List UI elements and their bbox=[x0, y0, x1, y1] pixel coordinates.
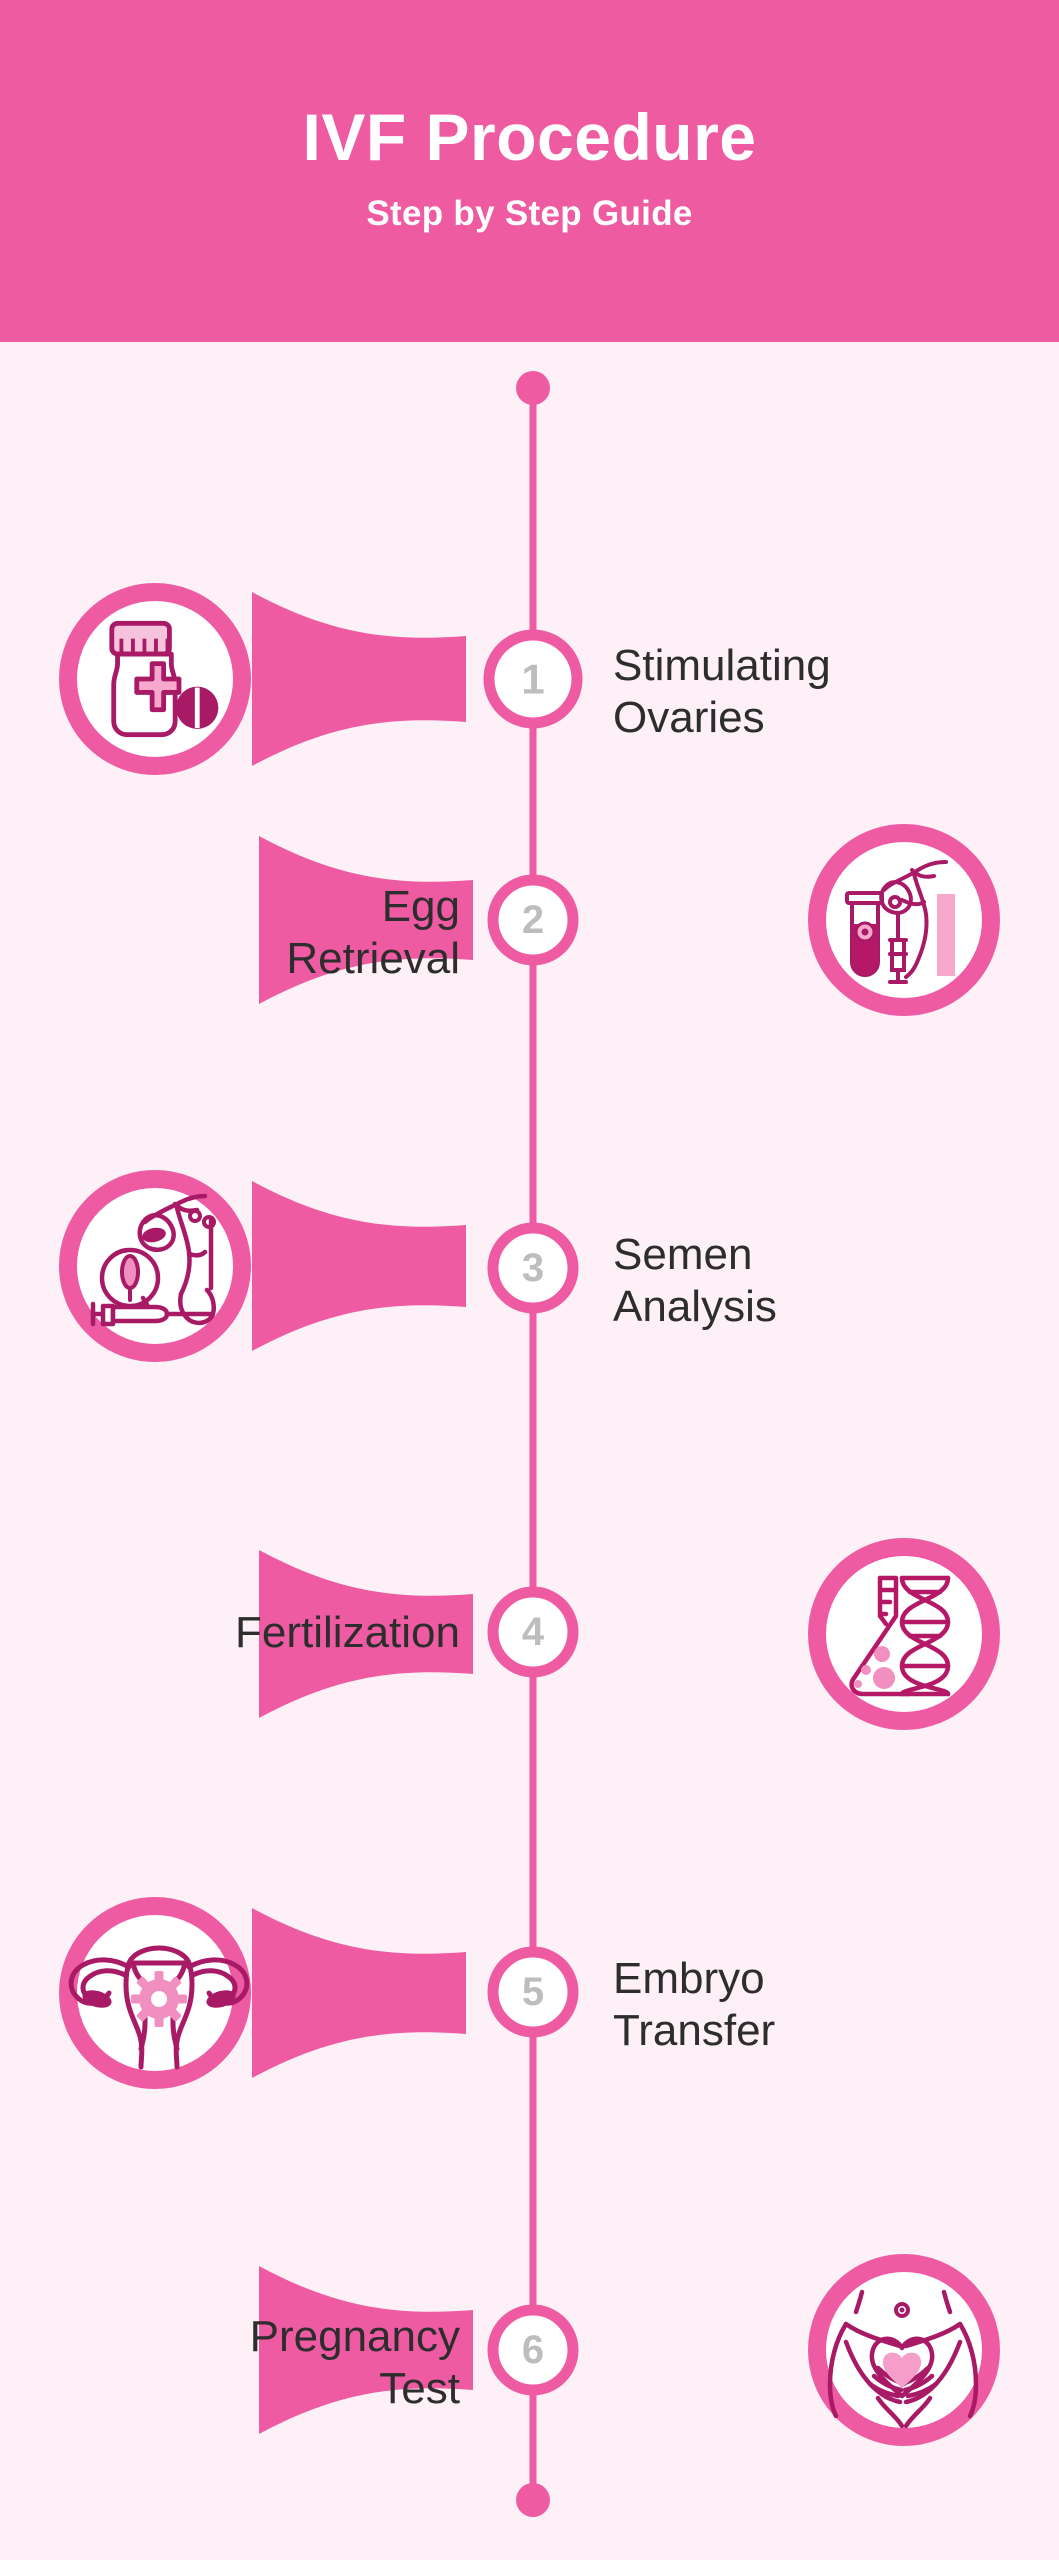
belly-hands-heart-icon bbox=[827, 2289, 979, 2429]
step-1-connector bbox=[252, 592, 466, 766]
step-6-label: Pregnancy Test bbox=[249, 2312, 460, 2413]
step-6-badge[interactable]: 6 bbox=[487, 2304, 579, 2396]
step-4-group[interactable]: 4 bbox=[259, 1538, 1000, 1730]
header-banner: IVF Procedure Step by Step Guide bbox=[0, 0, 1059, 342]
step-1-number: 1 bbox=[521, 656, 544, 703]
step-3-label: Semen Analysis bbox=[613, 1230, 777, 1331]
step-5-group[interactable]: 5 bbox=[59, 1897, 579, 2089]
step-2-label: Egg Retrieval bbox=[286, 882, 460, 983]
step-6-number: 6 bbox=[522, 2328, 544, 2372]
step-6-group[interactable]: 6 bbox=[259, 2254, 1000, 2446]
step-3-connector bbox=[252, 1181, 466, 1351]
step-5-label: Embryo Transfer bbox=[613, 1954, 776, 2055]
step-2-connector bbox=[259, 836, 473, 1004]
flask-dna-icon bbox=[849, 1575, 951, 1697]
step-5-badge[interactable]: 5 bbox=[487, 1946, 579, 2038]
step-3-badge[interactable]: 3 bbox=[487, 1222, 579, 1314]
step-5-number: 5 bbox=[522, 1970, 544, 2014]
timeline-svg: 1 bbox=[59, 371, 1000, 2517]
ovary-catheter-syringe-icon bbox=[90, 1193, 216, 1327]
step-1-label: Stimulating Ovaries bbox=[613, 641, 831, 742]
step-4-label: Fertilization bbox=[235, 1608, 460, 1657]
step-4-number: 4 bbox=[522, 1610, 545, 1654]
step-4-badge[interactable]: 4 bbox=[487, 1586, 579, 1678]
step-6-icon-circle[interactable] bbox=[808, 2254, 1000, 2446]
step-6-connector bbox=[259, 2266, 473, 2434]
page-subtitle: Step by Step Guide bbox=[366, 193, 693, 233]
timeline-spine bbox=[516, 371, 550, 2517]
timeline-bottom-dot bbox=[516, 2483, 550, 2517]
step-4-icon-circle[interactable] bbox=[808, 1538, 1000, 1730]
test-tube-syringe-ovary-icon bbox=[845, 860, 955, 984]
step-2-badge[interactable]: 2 bbox=[487, 874, 579, 966]
step-3-group[interactable]: 3 bbox=[59, 1170, 579, 1362]
step-3-number: 3 bbox=[522, 1246, 544, 1290]
step-5-connector bbox=[252, 1908, 466, 2078]
page-title: IVF Procedure bbox=[302, 99, 757, 174]
timeline-stage: 1 bbox=[0, 342, 1059, 2560]
step-1-badge[interactable]: 1 bbox=[483, 629, 583, 729]
timeline-top-dot bbox=[516, 371, 550, 405]
step-2-number: 2 bbox=[522, 898, 544, 942]
step-4-connector bbox=[259, 1550, 473, 1718]
step-2-group[interactable]: 2 bbox=[259, 824, 1000, 1016]
step-1-group[interactable]: 1 bbox=[59, 583, 583, 775]
uterus-gear-icon bbox=[68, 1945, 250, 2070]
medicine-bottle-pill-icon bbox=[109, 620, 219, 738]
